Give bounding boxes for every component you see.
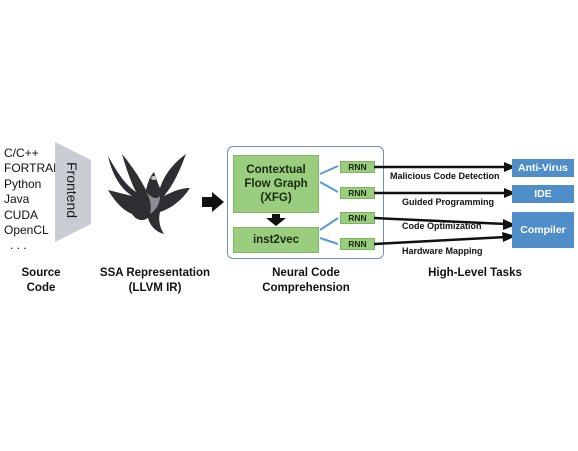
language-item: OpenCL xyxy=(4,223,49,238)
compiler-box: Compiler xyxy=(512,212,574,248)
language-item: C/C++ xyxy=(4,146,39,160)
inst2vec-box: inst2vec xyxy=(233,227,319,253)
ide-box: IDE xyxy=(512,185,574,203)
anti-virus-box: Anti-Virus xyxy=(512,159,574,177)
rnn-box: RNN xyxy=(340,161,375,173)
frontend-label: Frontend xyxy=(64,161,80,219)
edge-label-hardware-mapping: Hardware Mapping xyxy=(402,246,483,256)
rnn-box: RNN xyxy=(340,212,375,224)
language-item: Java xyxy=(4,192,30,207)
edge-label-guided-programming: Guided Programming xyxy=(402,197,495,207)
frontend-shape xyxy=(55,142,91,242)
dragon-logo-icon xyxy=(108,154,190,234)
task-arrows xyxy=(374,162,516,246)
edge-label-code-optimization: Code Optimization xyxy=(402,221,482,231)
rnn-box: RNN xyxy=(340,238,375,250)
rnn-connector-arrows xyxy=(319,165,339,245)
edge-label-malicious-code-detection: Malicious Code Detection xyxy=(390,171,500,181)
high-level-tasks-caption: High-Level Tasks xyxy=(428,267,522,279)
source-languages-list: C/C++ FORTRAN Python Java CUDA OpenCL . … xyxy=(4,146,64,254)
right-arrow-icon xyxy=(202,192,224,212)
contextual-flow-graph-box: Contextual Flow Graph (XFG) xyxy=(233,155,319,213)
language-item: FORTRAN xyxy=(4,161,62,176)
down-arrow-icon xyxy=(266,214,286,226)
language-item: CUDA xyxy=(4,207,39,222)
language-item: Python xyxy=(4,176,42,191)
rnn-box: RNN xyxy=(340,187,375,199)
ssa-caption: SSA Representation (LLVM IR) xyxy=(99,267,211,294)
neural-code-comprehension-caption: Neural Code Comprehension xyxy=(262,267,350,294)
language-item: . . . xyxy=(10,238,27,253)
source-code-caption: Source Code xyxy=(21,267,61,294)
